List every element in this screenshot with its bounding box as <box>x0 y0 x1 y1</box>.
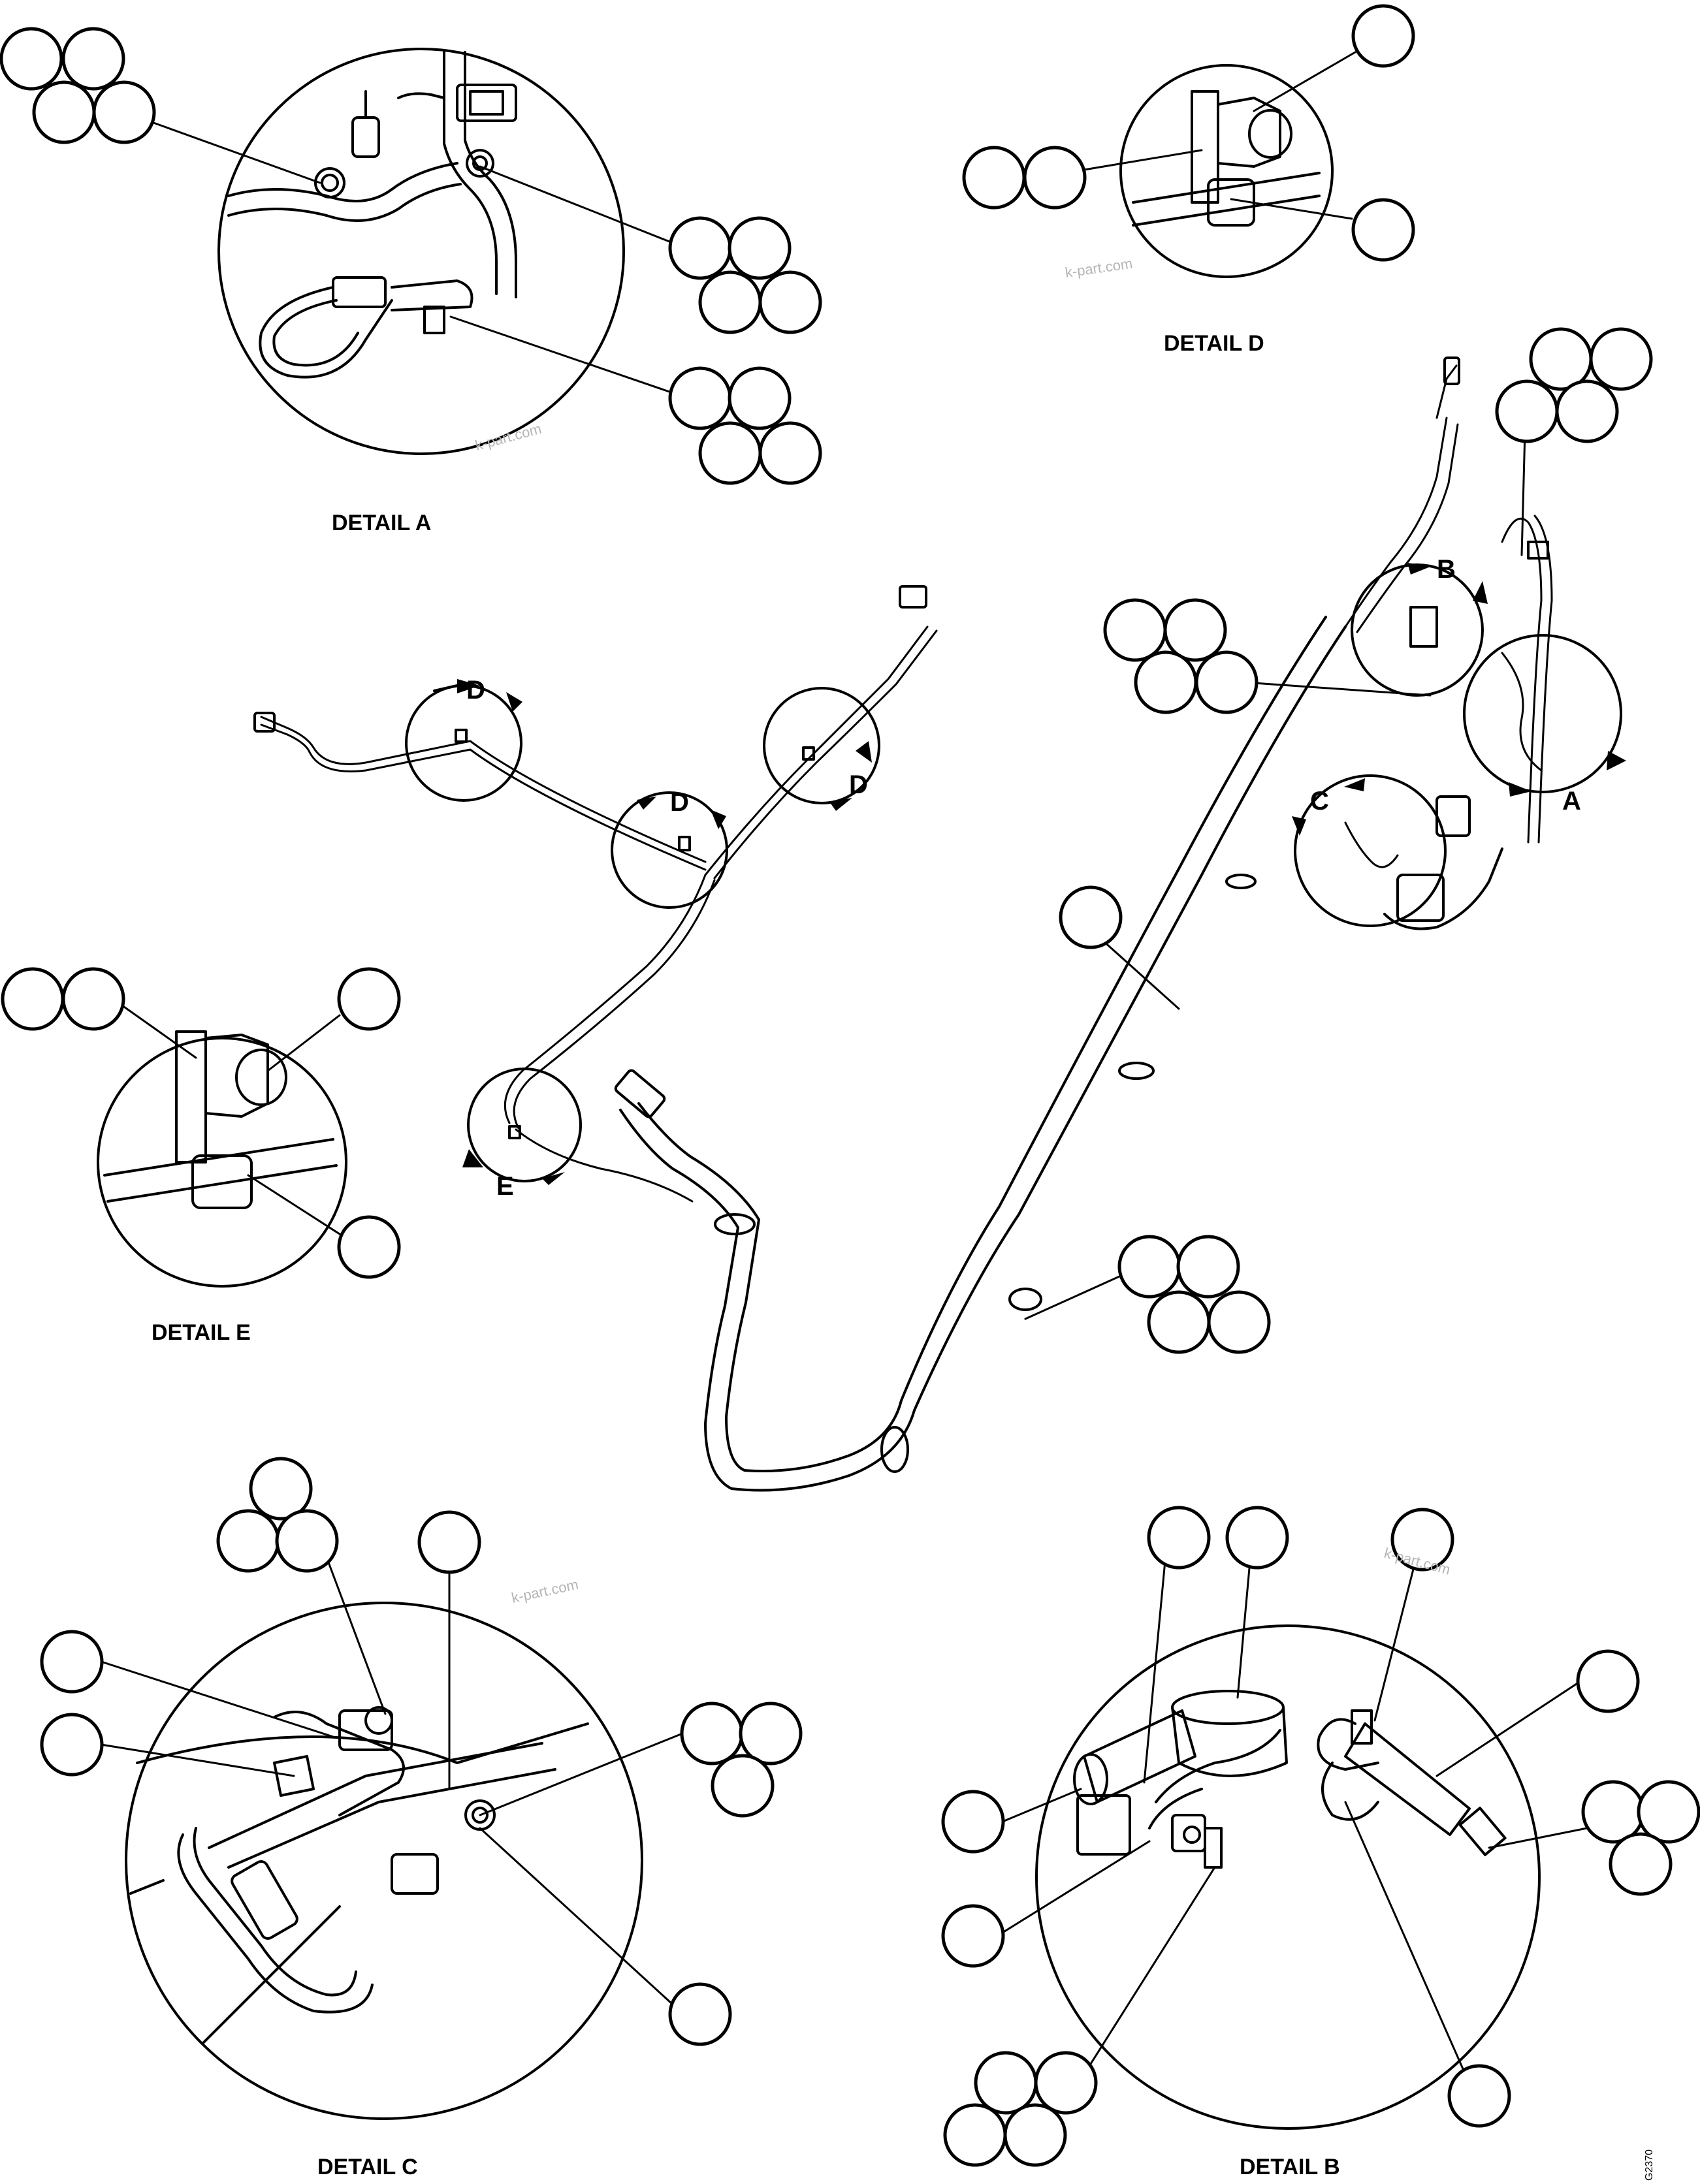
detail-d-circle <box>1119 64 1334 278</box>
callout-bubble <box>962 146 1026 210</box>
view-letter: B <box>1437 555 1456 584</box>
callout-bubble <box>40 1713 104 1777</box>
callout-bubble <box>758 421 822 485</box>
callout-bubble <box>1555 379 1619 443</box>
detail-c <box>125 1602 643 2120</box>
callout-bubble <box>1034 2051 1098 2115</box>
callout-bubble <box>728 366 792 430</box>
callout-bubble <box>0 27 63 91</box>
callout-bubble <box>698 421 762 485</box>
view-letter: D <box>670 788 689 817</box>
view-circle-e <box>467 1068 582 1182</box>
callout-bubble <box>1163 598 1227 662</box>
detail-e-label: DETAIL E <box>152 1320 251 1345</box>
callout-bubble <box>941 1790 1005 1854</box>
callout-bubble <box>40 1630 104 1694</box>
callout-bubble <box>698 270 762 334</box>
detail-a <box>217 48 625 455</box>
detail-e-circle <box>97 1037 347 1288</box>
callout-bubble <box>1059 885 1123 949</box>
callout-bubble <box>1207 1290 1271 1354</box>
callout-bubble <box>1495 379 1559 443</box>
callout-bubble <box>249 1457 313 1521</box>
callout-bubble <box>1023 146 1087 210</box>
detail-d-callouts <box>962 4 1415 262</box>
callout-bubble <box>1134 650 1198 714</box>
callout-bubble <box>974 2051 1038 2115</box>
callout-bubble <box>711 1754 775 1818</box>
callout-bubble <box>1147 1290 1211 1354</box>
view-circle-c <box>1294 774 1447 927</box>
callout-bubble <box>668 1982 732 2046</box>
main-callouts <box>1024 327 1653 1354</box>
view-letter: E <box>496 1172 514 1201</box>
detail-b-callouts <box>941 1506 1700 2167</box>
callout-bubble <box>32 80 96 144</box>
callout-bubble <box>1 967 65 1031</box>
view-circle-a <box>1463 634 1622 793</box>
callout-bubble <box>728 216 792 280</box>
detail-b <box>1035 1624 1541 2130</box>
callout-bubble <box>668 216 732 280</box>
callout-bubble <box>1225 1506 1289 1570</box>
detail-a-callouts <box>0 27 822 485</box>
detail-d <box>1119 64 1334 278</box>
callout-bubble <box>1195 650 1259 714</box>
view-circle-d <box>611 791 728 909</box>
watermark: k-part.com <box>510 1576 580 1606</box>
detail-d-label: DETAIL D <box>1164 331 1264 356</box>
callout-bubble <box>61 967 125 1031</box>
callout-bubble <box>1576 1649 1640 1713</box>
detail-e-callouts <box>1 967 401 1279</box>
drawing-code: G2370 <box>1644 2149 1655 2181</box>
callout-bubble <box>1003 2103 1067 2167</box>
callout-bubble <box>337 1215 401 1279</box>
watermark: k-part.com <box>1064 255 1133 281</box>
view-letter: D <box>466 676 485 704</box>
detail-a-label: DETAIL A <box>332 511 431 535</box>
view-letter: A <box>1562 787 1581 815</box>
watermark: k-part.com <box>473 420 543 454</box>
detail-c-callouts <box>40 1457 803 2046</box>
callout-bubble <box>1390 1508 1454 1572</box>
callout-bubble <box>941 1904 1005 1968</box>
callout-bubble <box>1351 4 1415 68</box>
detail-a-circle <box>217 48 625 455</box>
view-circles: D D D E B A C <box>405 555 1626 1201</box>
callout-bubble <box>1117 1235 1181 1299</box>
callout-bubble <box>1609 1832 1673 1896</box>
callout-bubble <box>1103 598 1167 662</box>
callout-bubble <box>1589 327 1653 391</box>
callout-bubble <box>668 366 732 430</box>
callout-bubble <box>61 27 125 91</box>
callout-bubble <box>1637 1780 1700 1844</box>
detail-e <box>97 1030 347 1288</box>
callout-bubble <box>417 1510 481 1574</box>
callout-bubble <box>1447 2064 1511 2128</box>
callout-bubble <box>680 1701 744 1765</box>
callout-bubble <box>1176 1235 1240 1299</box>
view-circle-b <box>1351 563 1484 697</box>
view-letter: D <box>849 770 868 799</box>
callout-bubble <box>1351 198 1415 262</box>
detail-c-label: DETAIL C <box>317 2155 418 2179</box>
detail-b-label: DETAIL B <box>1240 2155 1340 2179</box>
callout-bubble <box>1581 1780 1645 1844</box>
callout-bubble <box>92 80 156 144</box>
callout-bubble <box>758 270 822 334</box>
view-circle-d <box>763 687 880 804</box>
callout-bubble <box>216 1509 280 1573</box>
callout-bubble <box>1147 1506 1211 1570</box>
callout-bubble <box>943 2103 1007 2167</box>
callout-bubble <box>337 967 401 1031</box>
detail-c-circle <box>125 1602 643 2120</box>
callout-bubble <box>739 1701 803 1765</box>
detail-b-circle <box>1035 1624 1541 2130</box>
callout-bubble <box>275 1509 339 1573</box>
view-letter: C <box>1310 787 1329 815</box>
